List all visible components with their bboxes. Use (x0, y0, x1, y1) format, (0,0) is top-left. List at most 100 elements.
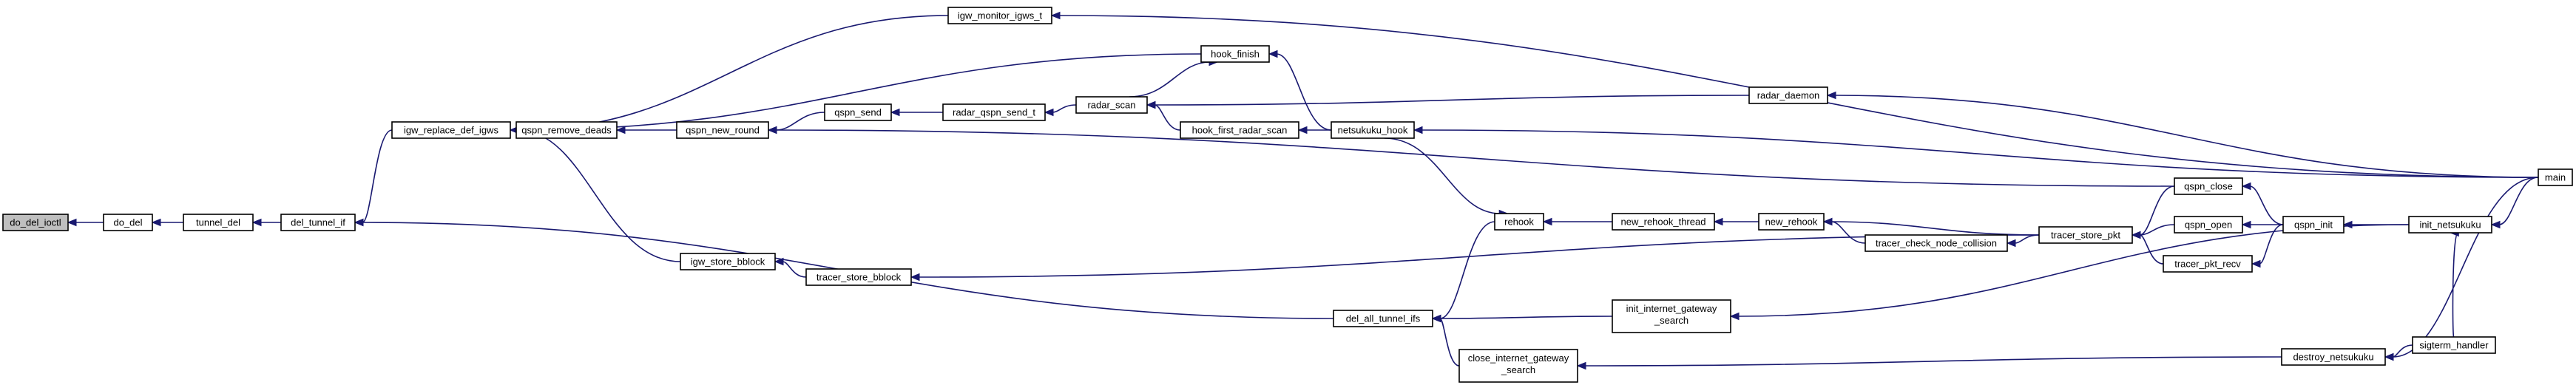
edge-netsukuku-hook-to-rehook (1384, 137, 1509, 218)
node-init-netsukuku[interactable]: init_netsukuku (2408, 216, 2492, 234)
edge-main-to-radar-daemon (1826, 91, 2539, 178)
node-label: tunnel_del (196, 217, 240, 228)
node-tracer-store-pkt[interactable]: tracer_store_pkt (2038, 226, 2133, 244)
node-box (183, 214, 254, 231)
edge-arrowhead (2241, 182, 2251, 191)
node-igw-replace-def-igws[interactable]: igw_replace_def_igws (391, 121, 511, 139)
node-radar-qspn-send-t[interactable]: radar_qspn_send_t (942, 103, 1046, 121)
node-qspn-init[interactable]: qspn_init (2282, 216, 2345, 234)
node-box (680, 253, 776, 270)
node-label: _search (1654, 315, 1688, 326)
edge-line (362, 129, 393, 223)
node-new-rehook-thread[interactable]: new_rehook_thread (1612, 213, 1715, 231)
edge-do-del-to-do-del-ioctl (67, 218, 104, 227)
edge-layer (67, 11, 2539, 370)
node-label: netsukuku_hook (1338, 125, 1408, 136)
node-box (2, 214, 69, 231)
node-hook-finish[interactable]: hook_finish (1200, 45, 1270, 63)
edge-arrowhead (1413, 126, 1423, 134)
edge-line (517, 53, 1202, 131)
node-qspn-open[interactable]: qspn_open (2174, 216, 2243, 234)
node-tunnel-del[interactable]: tunnel_del (183, 214, 254, 231)
node-netsukuku-hook[interactable]: netsukuku_hook (1331, 121, 1415, 139)
node-box (2412, 336, 2496, 354)
node-label: destroy_netsukuku (2293, 352, 2373, 363)
edge-line (1584, 356, 2282, 367)
node-tracer-check-node-collision[interactable]: tracer_check_node_collision (1865, 234, 2008, 252)
node-box (103, 214, 153, 231)
node-label: rehook (1504, 217, 1534, 228)
node-destroy-netsukuku[interactable]: destroy_netsukuku (2281, 348, 2386, 366)
edge-arrowhead (1729, 312, 1740, 321)
node-close-internet-gateway-search[interactable]: close_internet_gateway_search (1458, 349, 1578, 383)
edge-line (1384, 137, 1501, 214)
node-box (1612, 299, 1731, 333)
edge-line (2392, 344, 2413, 358)
node-label: qspn_remove_deads (521, 125, 612, 136)
node-label: tracer_store_pkt (2051, 230, 2120, 241)
node-box (824, 103, 892, 121)
node-label: do_del_ioctl (10, 217, 61, 228)
edge-tracer-store-pkt-to-tracer-store-bblock (910, 234, 2040, 282)
node-box (1865, 234, 2008, 252)
edge-new-rehook-thread-to-rehook (1542, 217, 1613, 226)
node-qspn-send[interactable]: qspn_send (824, 103, 892, 121)
node-label: init_netsukuku (2419, 219, 2481, 231)
edge-arrowhead (251, 218, 262, 227)
node-igw-store-bblock[interactable]: igw_store_bblock (680, 253, 776, 270)
edge-line (2014, 234, 2040, 244)
edge-line (2498, 177, 2539, 225)
edge-line (1154, 95, 1750, 106)
edge-tunnel-del-to-do-del (151, 218, 184, 227)
node-box (1180, 121, 1299, 139)
node-do-del[interactable]: do_del (103, 214, 153, 231)
node-radar-scan[interactable]: radar_scan (1075, 96, 1148, 114)
edge-qspn-new-round-to-qspn-remove-deads (615, 126, 677, 134)
edge-tracer-store-pkt-to-tracer-check-node-collision (2006, 234, 2040, 248)
node-box (1333, 310, 1433, 327)
node-box (2281, 348, 2386, 366)
node-main[interactable]: main (2538, 168, 2573, 186)
edge-line (2139, 185, 2175, 236)
edge-rehook-to-del-all-tunnel-ifs (1431, 221, 1495, 323)
node-hook-first-radar-scan[interactable]: hook_first_radar_scan (1180, 121, 1299, 139)
node-label: new_rehook (1765, 217, 1818, 228)
node-del-all-tunnel-ifs[interactable]: del_all_tunnel_ifs (1333, 310, 1433, 327)
node-qspn-remove-deads[interactable]: qspn_remove_deads (515, 121, 618, 139)
node-tracer-pkt-recv[interactable]: tracer_pkt_recv (2163, 255, 2253, 273)
node-label: igw_monitor_igws_t (958, 10, 1043, 21)
edge-new-rehook-to-new-rehook-thread (1713, 217, 1759, 226)
edge-arrowhead (2251, 259, 2261, 268)
node-box (2174, 216, 2243, 234)
node-sigterm-handler[interactable]: sigterm_handler (2412, 336, 2496, 354)
edge-arrowhead (615, 126, 626, 134)
edge-line (1052, 104, 1077, 113)
edge-line (2249, 185, 2284, 225)
edge-line (2392, 177, 2539, 358)
node-radar-daemon[interactable]: radar_daemon (1748, 86, 1828, 104)
node-box (1748, 86, 1828, 104)
edge-arrowhead (767, 126, 777, 134)
node-init-internet-gateway-search[interactable]: init_internet_gateway_search (1612, 299, 1731, 333)
node-new-rehook[interactable]: new_rehook (1758, 213, 1825, 231)
edge-tracer-store-pkt-to-new-rehook (1822, 217, 2040, 236)
edge-line (1830, 221, 2040, 236)
edge-sigterm-handler-to-destroy-netsukuku (2384, 344, 2413, 361)
node-del-tunnel-if[interactable]: del_tunnel_if (280, 214, 356, 231)
edge-main-to-netsukuku-hook (1413, 126, 2539, 178)
node-qspn-new-round[interactable]: qspn_new_round (676, 121, 769, 139)
edge-line (918, 234, 2040, 278)
node-tracer-store-bblock[interactable]: tracer_store_bblock (805, 268, 912, 286)
node-do-del-ioctl[interactable]: do_del_ioctl (2, 214, 69, 231)
edge-arrowhead (2006, 239, 2016, 248)
node-label: qspn_close (2184, 181, 2233, 192)
edge-arrowhead (2131, 231, 2141, 239)
node-igw-monitor-igws-t[interactable]: igw_monitor_igws_t (947, 7, 1052, 24)
node-label: close_internet_gateway (1468, 352, 1569, 364)
node-qspn-close[interactable]: qspn_close (2174, 177, 2243, 195)
edge-arrowhead (774, 257, 784, 266)
edge-line (775, 129, 2175, 187)
edge-radar-scan-to-hook-finish (1129, 58, 1219, 98)
node-rehook[interactable]: rehook (1494, 213, 1544, 231)
